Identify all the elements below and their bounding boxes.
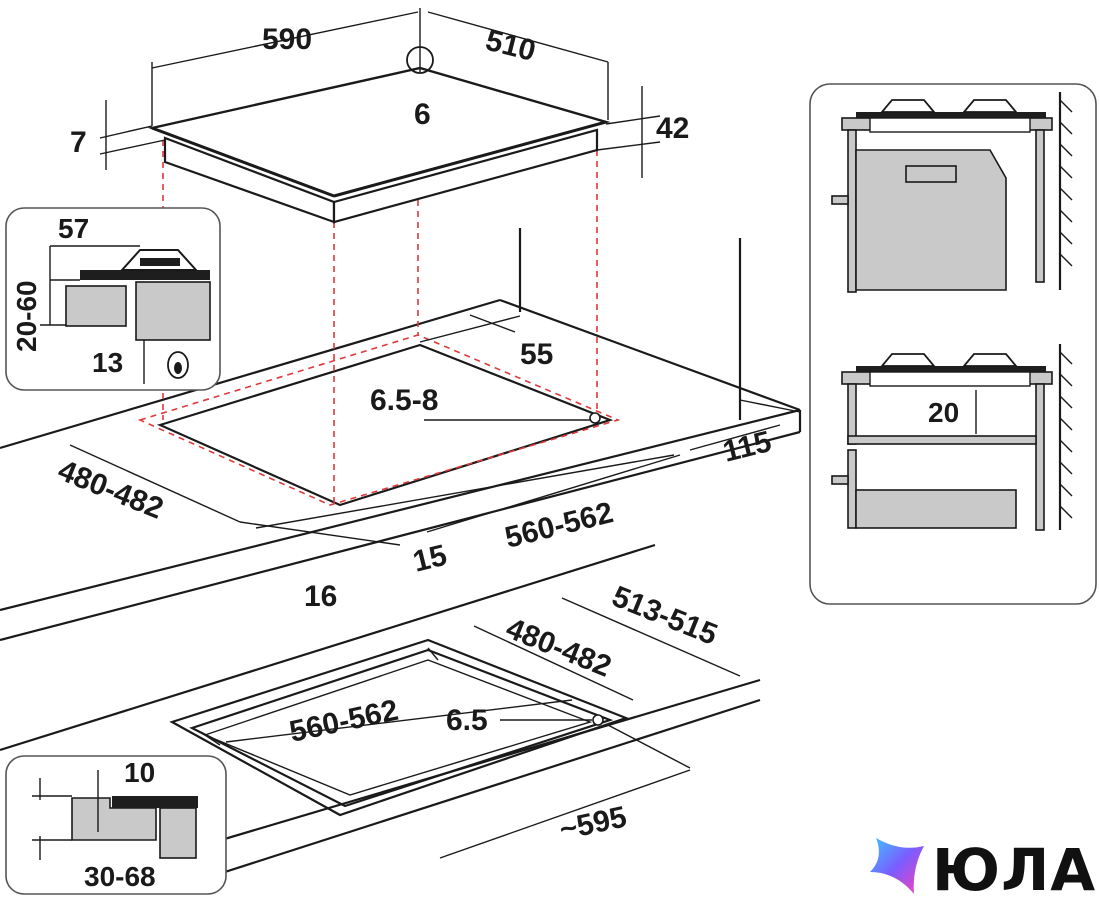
label-fixing-hole-top: 6.5-8: [370, 384, 438, 417]
label-hob-width: 590: [262, 23, 312, 56]
label-hob-corner: 6: [414, 98, 431, 131]
label-front-gap: 15: [410, 539, 450, 579]
oven-body: [855, 149, 1007, 291]
label-oven-clearance: 20: [928, 397, 959, 428]
drawer-body: [855, 489, 1017, 529]
burner-icon-left-2: [880, 353, 936, 367]
burner-icon-right: [962, 99, 1018, 113]
label-worktop-range-side: 20-60: [11, 280, 42, 352]
label-burner-height: 57: [58, 213, 89, 244]
worktop-section: [65, 285, 127, 327]
label-flush-overall: ~595: [557, 801, 630, 847]
label-edge-gap: 16: [304, 580, 337, 613]
hob-drawing: 590 510 6 7 42 55 6.5-8 480-482 115 560-…: [0, 8, 802, 642]
label-glass-thickness: 7: [70, 126, 87, 159]
label-hob-depth: 510: [482, 24, 539, 68]
cabinet-section: [135, 281, 211, 341]
label-hob-height: 42: [656, 112, 689, 145]
logo-text: ЮЛА: [932, 836, 1096, 898]
fixing-hole-top: [589, 412, 601, 424]
label-step: 10: [124, 757, 155, 788]
label-cutout-depth-top: 55: [520, 338, 553, 371]
inset-oven-configurations: 20: [809, 83, 1097, 605]
label-gas-clearance: 13: [92, 347, 123, 378]
label-flush-hole: 6.5: [446, 704, 488, 737]
logo-mark-icon: [870, 838, 924, 894]
inset-flush-section: 10 30-68: [5, 755, 227, 895]
fixing-hole-flush: [592, 714, 604, 726]
gas-flame-icon: [167, 351, 189, 379]
inset-side-section: 57 20-60 13: [5, 207, 221, 391]
wall-hatching: [1059, 99, 1073, 519]
label-flush-depth: 480-482: [501, 612, 615, 684]
burner-icon-right-2: [962, 353, 1018, 367]
burner-icon-left: [880, 99, 936, 113]
label-worktop-range-flush: 30-68: [84, 861, 156, 892]
brand-logo: ЮЛА: [870, 836, 1096, 898]
label-flush-width: 513-515: [607, 580, 721, 652]
worktop-surface: [0, 300, 800, 560]
